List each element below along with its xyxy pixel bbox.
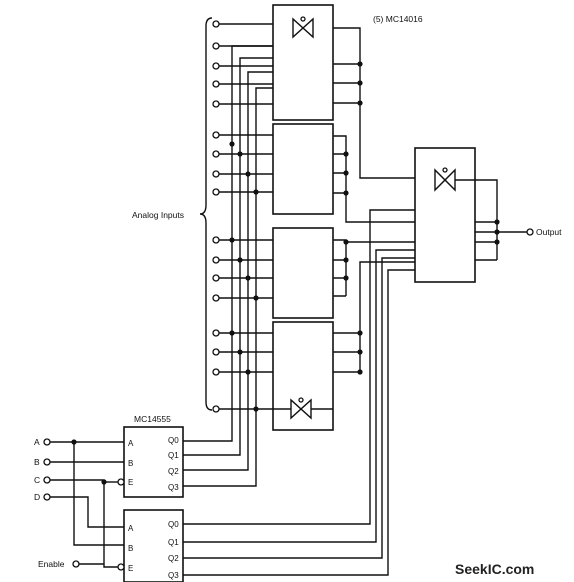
- analog-input-terminal[interactable]: [212, 188, 220, 196]
- analog-inputs-brace: [199, 17, 213, 411]
- decoder1-pin-e: E: [128, 478, 133, 487]
- enable-terminal[interactable]: [72, 560, 80, 568]
- decoder1-pin-q1: Q1: [168, 451, 179, 460]
- control-input-c-terminal[interactable]: [43, 476, 51, 484]
- enable-label: Enable: [38, 559, 65, 569]
- analog-input-terminal[interactable]: [212, 42, 220, 50]
- control-input-b-terminal[interactable]: [43, 458, 51, 466]
- decoder2-pin-q3: Q3: [168, 571, 179, 580]
- chip-label-mc14016: (5) MC14016: [373, 14, 423, 24]
- decoder2-pin-q2: Q2: [168, 554, 179, 563]
- analog-input-terminal[interactable]: [212, 348, 220, 356]
- decoder1-pin-q3: Q3: [168, 483, 179, 492]
- decoder-label-mc14555: MC14555: [134, 414, 171, 424]
- analog-input-terminal[interactable]: [212, 274, 220, 282]
- analog-inputs-label: Analog Inputs: [132, 210, 184, 220]
- switch-chip-3: [272, 227, 334, 319]
- analog-input-terminal[interactable]: [212, 150, 220, 158]
- decoder1-pin-q2: Q2: [168, 467, 179, 476]
- transmission-gate-symbols: [290, 16, 456, 420]
- analog-input-terminal[interactable]: [212, 20, 220, 28]
- decoder1-pin-q0: Q0: [168, 436, 179, 445]
- bowtie-switch-icon: [434, 167, 456, 192]
- switch-chip-4: [272, 321, 334, 431]
- control-input-b-label: B: [34, 457, 40, 467]
- switch-output-busses: [311, 27, 415, 410]
- analog-input-terminal[interactable]: [212, 405, 220, 413]
- output-label: Output: [536, 227, 562, 237]
- decoder-2: A B E Q0 Q1 Q2 Q3: [117, 509, 184, 582]
- control-input-d-label: D: [34, 492, 40, 502]
- decoder1-pin-b: B: [128, 459, 133, 468]
- analog-input-lines: [212, 20, 291, 413]
- decoder2-pin-a: A: [128, 524, 134, 533]
- bowtie-switch-icon: [290, 397, 312, 420]
- watermark: SeekIC.com: [455, 561, 534, 577]
- mc14016-switch-chips: [272, 4, 476, 431]
- bowtie-switch-icon: [292, 16, 314, 39]
- analog-input-terminal[interactable]: [212, 329, 220, 337]
- analog-input-terminal[interactable]: [212, 62, 220, 70]
- decoder2-pin-e: E: [128, 564, 133, 573]
- switch-chip-1: [272, 4, 334, 121]
- decoder1-control-lines: [183, 45, 273, 487]
- analog-input-terminal[interactable]: [212, 368, 220, 376]
- control-inputs: A B C D Enable: [34, 437, 124, 569]
- analog-input-terminal[interactable]: [212, 80, 220, 88]
- switch-chip-2: [272, 123, 334, 215]
- decoder2-pin-b: B: [128, 544, 133, 553]
- analog-input-terminal[interactable]: [212, 131, 220, 139]
- analog-input-terminal[interactable]: [212, 100, 220, 108]
- decoder1-pin-a: A: [128, 439, 134, 448]
- analog-input-terminal[interactable]: [212, 236, 220, 244]
- decoder2-control-lines: [183, 209, 415, 576]
- decoder2-pin-q0: Q0: [168, 520, 179, 529]
- decoder-1: A B E Q0 Q1 Q2 Q3: [117, 426, 184, 498]
- control-input-d-terminal[interactable]: [43, 493, 51, 501]
- control-input-a-terminal[interactable]: [43, 438, 51, 446]
- control-input-a-label: A: [34, 437, 40, 447]
- decoder2-pin-q1: Q1: [168, 538, 179, 547]
- control-input-c-label: C: [34, 475, 40, 485]
- analog-input-terminal[interactable]: [212, 170, 220, 178]
- analog-input-terminal[interactable]: [212, 294, 220, 302]
- output-node: [455, 179, 534, 261]
- analog-input-terminal[interactable]: [212, 256, 220, 264]
